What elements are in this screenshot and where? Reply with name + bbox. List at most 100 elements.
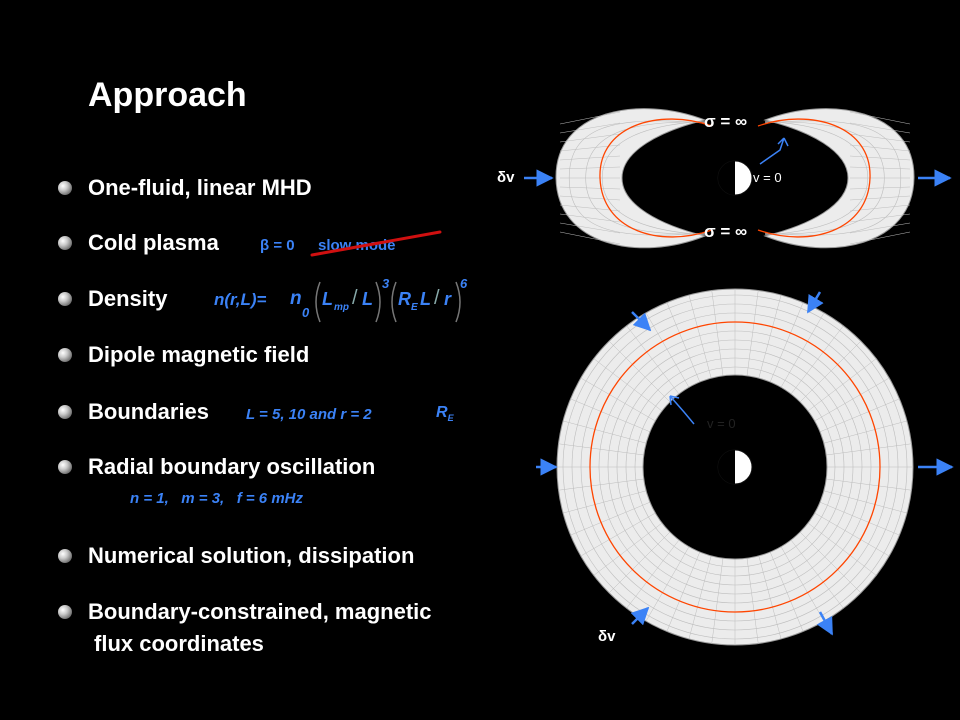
grid-spoke	[645, 312, 690, 388]
formula-paren	[375, 281, 381, 323]
grid-line	[559, 144, 621, 152]
grid-spoke	[711, 558, 724, 644]
grid-line	[849, 155, 911, 161]
grid-spoke	[823, 490, 907, 514]
bullet-icon	[58, 181, 72, 195]
grid-spoke	[645, 546, 690, 622]
bullet-text: Boundary-constrained, magnetic	[88, 599, 432, 624]
grid-spoke	[826, 443, 912, 456]
grid-spoke	[780, 546, 825, 622]
oscillation-note: n = 1, m = 3, f = 6 mHz	[130, 490, 303, 507]
grid-spoke	[666, 302, 701, 383]
dv-arrow	[631, 311, 652, 332]
earth-night-side	[718, 450, 735, 484]
grid-spoke	[558, 478, 644, 491]
grid-spoke	[626, 325, 680, 395]
grid-spoke	[563, 420, 647, 444]
grid-spoke	[570, 398, 651, 433]
grid-spoke	[790, 539, 844, 609]
formula-l2: L	[420, 289, 431, 309]
page-title: Approach	[88, 76, 247, 114]
formula-slash2: /	[434, 287, 440, 309]
grid-line	[849, 144, 911, 152]
grid-line	[849, 213, 911, 223]
grid-line	[559, 222, 621, 234]
bullet-text-line2: flux coordinates	[94, 631, 264, 656]
formula-n-sub: 0	[302, 305, 310, 320]
grid-line	[849, 186, 911, 190]
v-zero-pointer	[759, 137, 789, 165]
grid-spoke	[819, 501, 900, 536]
formula-lmp: L	[322, 289, 333, 309]
formula-slash: /	[352, 287, 358, 309]
earth-night-side	[718, 161, 735, 195]
grid-spoke	[819, 398, 900, 433]
dipole-field-line	[599, 118, 713, 238]
dipole-field-line	[757, 118, 871, 238]
grid-spoke	[799, 340, 862, 403]
dv-arrow	[816, 611, 834, 636]
grid-line	[559, 166, 621, 170]
formula-l: L	[362, 289, 373, 309]
formula-lhs: n(r,L)=	[214, 290, 267, 309]
boundaries-note: L = 5, 10 and r = 2	[246, 406, 372, 423]
grid-spoke	[688, 555, 712, 639]
grid-spoke	[814, 377, 890, 422]
dv-arrow	[630, 606, 650, 626]
grid-line	[559, 186, 621, 190]
grid-line	[559, 133, 621, 143]
annulus-field-line	[589, 321, 881, 613]
bullet-icon	[58, 460, 72, 474]
formula-exp6: 6	[460, 276, 468, 291]
grid-spoke	[580, 512, 656, 557]
grid-spoke	[780, 312, 825, 388]
formula-paren	[315, 281, 321, 323]
grid-spoke	[593, 358, 663, 412]
grid-line	[559, 195, 621, 201]
dv-arrow	[806, 291, 824, 314]
grid-spoke	[558, 443, 644, 456]
dipole-grid	[559, 111, 911, 245]
dv-arrows	[536, 291, 954, 636]
sigma-bottom-label: σ = ∞	[704, 222, 748, 241]
grid-line	[849, 111, 911, 125]
grid-spoke	[580, 377, 656, 422]
grid-spoke	[626, 539, 680, 609]
formula-n: n	[290, 288, 302, 309]
formula-re-sub: E	[411, 302, 418, 313]
grid-spoke	[563, 490, 647, 514]
boundaries-unit: RE	[436, 404, 454, 424]
grid-spoke	[769, 551, 804, 632]
grid-line	[559, 111, 621, 125]
v-zero-label-top: v = 0	[753, 170, 782, 185]
dipole-diagram	[524, 108, 952, 249]
bullet-icon	[58, 549, 72, 563]
formula-lmp-sub: mp	[334, 302, 349, 313]
grid-spoke	[608, 340, 671, 403]
dv-label-top: δv	[497, 169, 515, 186]
grid-spoke	[746, 558, 759, 644]
bullet-text: Dipole magnetic field	[88, 342, 310, 367]
grid-spoke	[769, 302, 804, 383]
grid-spoke	[807, 522, 877, 576]
grid-line	[849, 122, 911, 134]
formula-paren	[455, 281, 461, 323]
bullet-icon	[58, 405, 72, 419]
grid-spoke	[826, 478, 912, 491]
bullet-text: Density	[88, 286, 168, 311]
grid-spoke	[666, 551, 701, 632]
grid-spoke	[799, 531, 862, 594]
v-zero-pointer	[669, 395, 695, 425]
grid-line	[559, 213, 621, 223]
formula-re: R	[398, 289, 411, 309]
bullet-icon	[58, 236, 72, 250]
grid-line	[849, 222, 911, 234]
grid-spoke	[593, 522, 663, 576]
bullet-icon	[58, 605, 72, 619]
grid-spoke	[790, 325, 844, 395]
grid-spoke	[711, 290, 724, 376]
grid-line	[849, 231, 911, 245]
grid-spoke	[758, 295, 782, 379]
grid-spoke	[823, 420, 907, 444]
